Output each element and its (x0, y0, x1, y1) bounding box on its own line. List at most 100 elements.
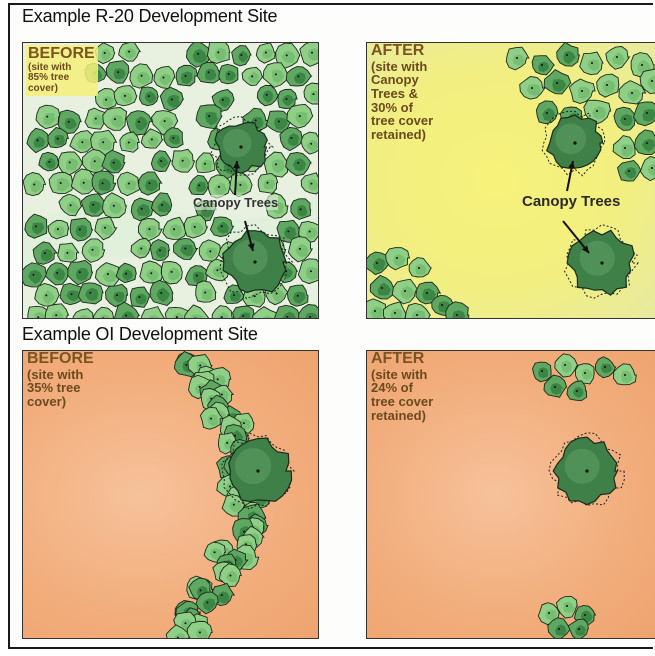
caption-heading: AFTER (371, 43, 433, 60)
shrub-icon (386, 248, 410, 270)
shrub-icon (27, 128, 50, 152)
shrub-icon (640, 157, 655, 181)
shrub-icon (116, 263, 136, 283)
shrub-icon (184, 305, 209, 319)
shrub-icon (532, 56, 554, 75)
shrub-icon (291, 199, 311, 220)
shrub-icon (95, 89, 117, 109)
shrub-icon (370, 275, 394, 299)
shrub-icon (81, 194, 106, 217)
shrub-icon (78, 283, 103, 304)
shrub-icon (520, 77, 545, 100)
shrub-icon (286, 67, 311, 86)
canopy-trees-label: Canopy Trees (193, 195, 278, 210)
shrub-icon (219, 64, 238, 84)
shrub-icon (103, 193, 127, 218)
shrub-icon (95, 43, 115, 64)
shrub-icon (23, 263, 46, 287)
shrub-icon (120, 132, 139, 152)
shrub-icon (36, 105, 60, 129)
shrub-icon (557, 43, 580, 66)
shrub-icon (256, 43, 275, 63)
caption-heading: BEFORE (27, 351, 94, 368)
shrub-icon (506, 47, 529, 70)
shrub-icon (73, 309, 94, 319)
shrub-icon (300, 43, 319, 66)
shrub-icon (196, 281, 216, 302)
panel-oi-after: AFTER (site with 24% of tree cover retai… (366, 350, 655, 639)
shrub-icon (533, 362, 552, 382)
shrub-icon (49, 172, 74, 193)
shrub-icon (103, 108, 127, 131)
shrub-icon (304, 83, 319, 104)
shrub-icon (212, 306, 234, 319)
shrub-icon (257, 85, 278, 106)
shrub-icon (176, 65, 198, 86)
shrub-icon (130, 287, 151, 307)
shrub-icon (45, 304, 69, 319)
shrub-icon (288, 237, 312, 262)
caption-text: (site with 24% of tree cover retained) (371, 368, 433, 423)
shrub-icon (160, 87, 183, 111)
shrub-icon (280, 127, 303, 150)
shrub-icon (25, 214, 47, 238)
shrub-icon (613, 364, 636, 385)
shrub-icon (287, 104, 313, 128)
shrub-icon (48, 220, 68, 239)
shrub-icon (119, 43, 141, 61)
shrub-icon (274, 305, 301, 319)
shrub-icon (287, 285, 308, 306)
shrub-icon (301, 132, 319, 154)
caption-oi-before: BEFORE (site with 35% tree cover) (27, 351, 94, 409)
shrub-icon (164, 128, 183, 148)
panel-oi-before: BEFORE (site with 35% tree cover) (22, 350, 319, 639)
shrub-icon (618, 161, 642, 182)
shrub-icon (23, 173, 45, 196)
shrub-icon (556, 596, 577, 618)
shrub-icon (114, 86, 137, 106)
shrub-icon (242, 67, 263, 85)
shrub-icon (614, 107, 638, 130)
shrub-icon (258, 174, 278, 194)
canopy-trees-label: Canopy Trees (522, 193, 620, 210)
shrub-icon (154, 66, 175, 88)
shrub-icon (286, 153, 312, 176)
shrub-icon (151, 151, 171, 172)
shrub-icon (207, 43, 229, 63)
shrub-icon (46, 263, 69, 285)
shrub-icon (117, 172, 141, 196)
shrub-icon (555, 354, 578, 377)
caption-heading: AFTER (371, 351, 433, 368)
shrub-icon (301, 173, 319, 194)
shrub-icon (536, 101, 558, 124)
shrub-icon (568, 619, 588, 639)
shrub-icon (613, 136, 635, 159)
shrub-icon (383, 302, 406, 319)
caption-r20-before: BEFORE (site with 85% tree cover) (26, 45, 98, 96)
shrub-icon (606, 47, 630, 70)
shrub-icon (264, 152, 289, 177)
shrub-icon (172, 149, 195, 172)
shrub-icon (299, 305, 320, 320)
shrub-icon (162, 262, 183, 285)
shrub-icon (597, 74, 619, 97)
shrub-icon (35, 284, 60, 307)
shrub-icon (106, 61, 129, 83)
shrub-icon (634, 102, 655, 126)
shrub-icon (68, 260, 93, 284)
shrub-icon (196, 153, 215, 173)
shrub-icon (39, 152, 59, 171)
caption-oi-after: AFTER (site with 24% of tree cover retai… (371, 351, 433, 422)
caption-text: (site with 35% tree cover) (27, 368, 94, 409)
caption-r20-after: AFTER (site with Canopy Trees & 30% of t… (371, 43, 433, 142)
shrub-icon (140, 87, 159, 106)
shrub-icon (567, 381, 587, 401)
panel-r20-before: BEFORE (site with 85% tree cover) Canopy… (22, 42, 319, 319)
shrub-icon (595, 357, 615, 378)
shrub-icon (392, 279, 418, 304)
panel-r20-after: AFTER (site with Canopy Trees & 30% of t… (366, 42, 655, 319)
shrub-icon (189, 175, 209, 194)
shrub-icon (92, 171, 116, 195)
shrub-icon (139, 172, 162, 195)
shrub-icon (140, 261, 163, 283)
